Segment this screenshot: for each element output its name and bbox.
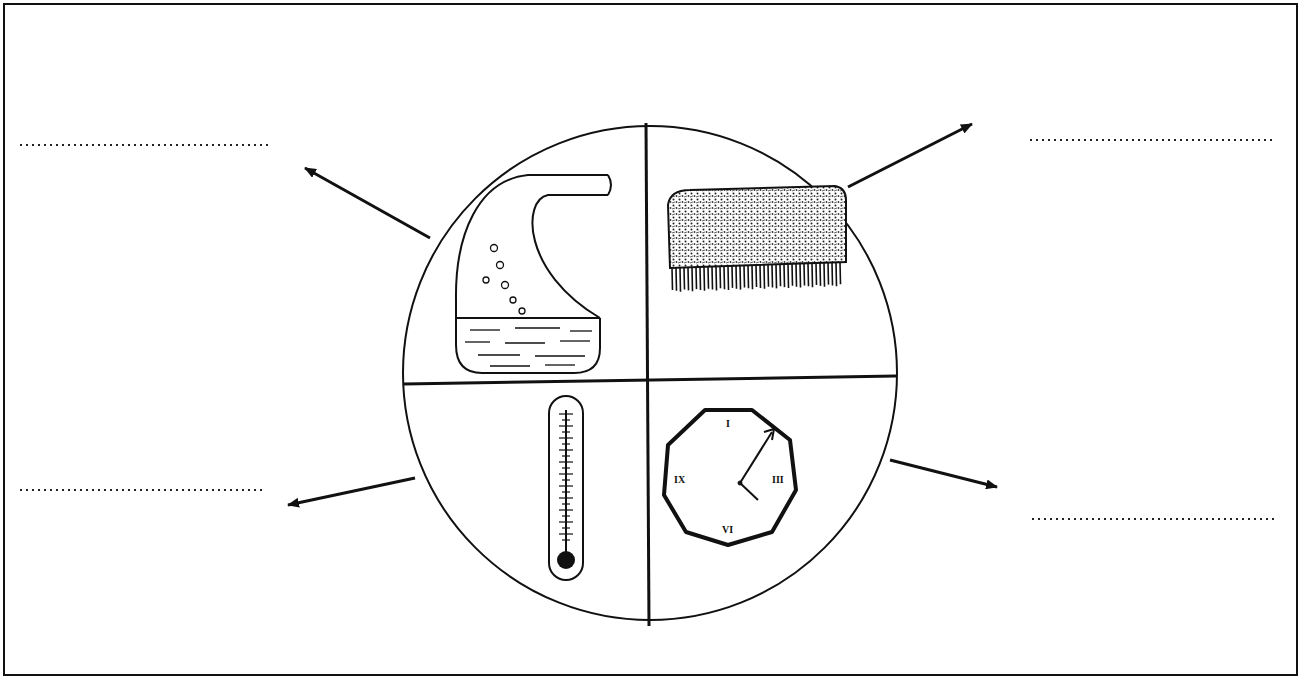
scale-tick [559,461,573,462]
bristle [755,265,757,287]
bristle [783,264,785,287]
bristle [727,266,729,290]
scale-tick [559,449,573,450]
bristle [711,267,713,290]
scale-tick [562,467,570,468]
clock-icon [664,410,796,545]
scale-tick [562,503,570,504]
bristle [819,263,821,286]
bristle [811,263,813,287]
scale-tick [559,413,573,414]
thermometer-icon [549,396,583,580]
bristle [823,263,825,287]
bristle [731,266,733,288]
scale-tick [562,515,570,516]
bristle [715,266,717,290]
clock-numeral: IX [674,475,685,485]
scale-tick [559,497,573,498]
bristle [763,265,765,289]
bristle [787,264,789,288]
bristle [827,263,829,285]
clock-numeral: III [772,475,784,485]
bristle [719,266,721,288]
bristle [803,263,805,285]
divider [646,123,649,626]
divider [404,376,896,384]
scale-tick [562,443,570,444]
scale-tick [562,431,570,432]
bristle [739,266,741,290]
brush-icon [668,186,846,292]
scale-tick [562,491,570,492]
scale-tick [562,539,570,540]
bristle [679,268,681,292]
bristle [767,265,769,287]
bristle [815,263,817,285]
scale-tick [559,437,573,438]
bristle [699,267,701,290]
scale-tick [559,509,573,510]
bristle [703,267,705,291]
bristle [707,267,709,289]
bristle [671,268,673,290]
scale-tick [562,455,570,456]
bristle [687,267,689,290]
bristle [839,262,841,284]
bristle [735,266,737,289]
clock-numeral: VI [722,525,733,535]
dissolving-icon [456,175,611,373]
bristle [799,264,801,288]
bristle [747,265,749,288]
scale-tick [559,425,573,426]
bristle [795,264,797,287]
bristle [835,262,837,286]
scale-tick [562,479,570,480]
bristle [675,268,677,291]
bristle [771,265,773,288]
clock-numeral: I [726,419,730,429]
scale-tick [559,533,573,534]
bristle [807,263,809,286]
bristle [831,262,833,285]
bristle [759,265,761,288]
scale-tick [559,473,573,474]
bristle [751,265,753,289]
bristle [683,268,685,290]
frame [4,4,1297,675]
bristle [775,264,777,288]
bristle [723,266,725,289]
scale-tick [559,521,573,522]
bristle [791,264,793,286]
bristle [779,264,781,286]
bristle [743,265,745,287]
scale-tick [559,485,573,486]
scale-tick [562,527,570,528]
scale-tick [562,419,570,420]
bristle [691,267,693,291]
bristle [695,267,697,289]
